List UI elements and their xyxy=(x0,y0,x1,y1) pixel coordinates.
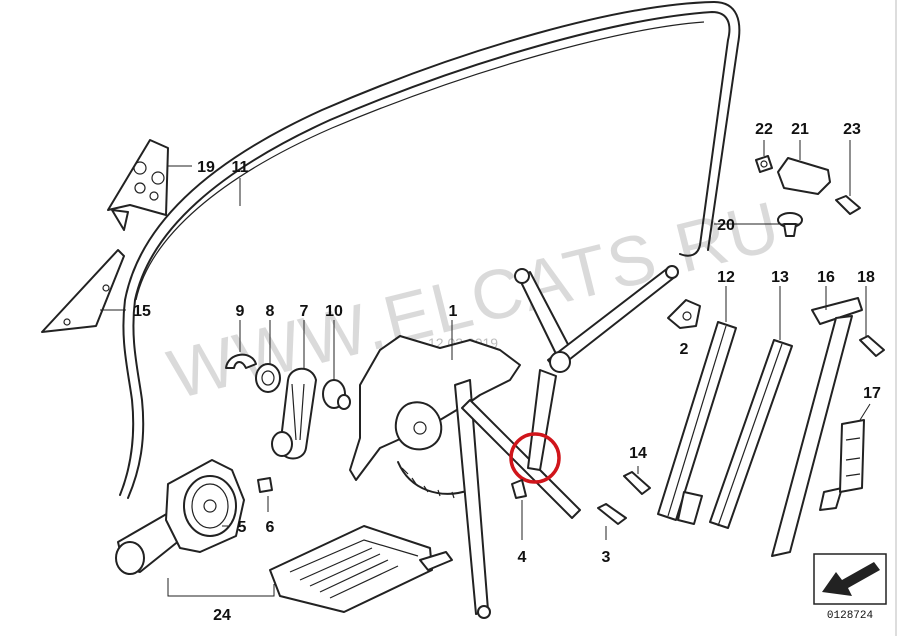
bolt-3[interactable] xyxy=(597,503,627,525)
gear-8[interactable] xyxy=(255,363,281,393)
control-module[interactable] xyxy=(269,525,453,613)
callout-13: 13 xyxy=(771,269,789,286)
callout-1: 1 xyxy=(449,303,458,320)
window-motor[interactable] xyxy=(115,459,245,575)
window-regulator[interactable] xyxy=(349,335,521,499)
callout-14: 14 xyxy=(629,445,647,462)
callout-10: 10 xyxy=(325,303,343,320)
callout-16: 16 xyxy=(817,269,835,286)
arrow-icon xyxy=(822,562,880,596)
bracket-21[interactable] xyxy=(777,157,831,195)
callout-20: 20 xyxy=(717,217,735,234)
clip-2[interactable] xyxy=(667,299,701,329)
callout-17: 17 xyxy=(863,385,881,402)
guide-rail-13[interactable] xyxy=(709,339,793,529)
callout-18: 18 xyxy=(857,269,875,286)
screw-6[interactable] xyxy=(257,477,273,493)
callout-8: 8 xyxy=(266,303,275,320)
callout-5: 5 xyxy=(238,519,247,536)
nut-22[interactable] xyxy=(755,155,773,173)
regulator-arm[interactable] xyxy=(454,265,679,619)
callout-2: 2 xyxy=(680,341,689,358)
guide-rail-12[interactable] xyxy=(657,321,737,525)
callout-19: 19 xyxy=(197,159,215,176)
callout-15: 15 xyxy=(133,303,151,320)
reference-box xyxy=(813,553,887,605)
callout-7: 7 xyxy=(300,303,309,320)
spacer-10[interactable] xyxy=(322,379,351,410)
diagram-id: 0128724 xyxy=(827,610,874,622)
bolt-18[interactable] xyxy=(859,335,885,357)
bushing-9[interactable] xyxy=(225,353,257,369)
triangle-trim[interactable] xyxy=(41,249,125,333)
callout-3: 3 xyxy=(602,549,611,566)
callout-11: 11 xyxy=(232,159,249,176)
clip-4[interactable] xyxy=(511,479,527,499)
callout-12: 12 xyxy=(717,269,735,286)
cable-drum-7[interactable] xyxy=(271,367,317,460)
highlight-ring xyxy=(509,432,561,484)
mirror-triangle-cover[interactable] xyxy=(107,139,169,231)
callout-6: 6 xyxy=(266,519,275,536)
callout-4: 4 xyxy=(518,549,527,566)
leader-lines xyxy=(100,140,871,597)
callout-22: 22 xyxy=(755,121,773,138)
guide-rail-16[interactable] xyxy=(771,297,863,557)
callout-9: 9 xyxy=(236,303,245,320)
bolt-14[interactable] xyxy=(623,471,651,495)
window-frame-seal[interactable] xyxy=(119,1,741,499)
callout-23: 23 xyxy=(843,121,861,138)
callout-21: 21 xyxy=(791,121,809,138)
bolt-23[interactable] xyxy=(835,195,861,215)
callout-24: 24 xyxy=(213,607,231,624)
slide-block-17[interactable] xyxy=(839,419,865,493)
